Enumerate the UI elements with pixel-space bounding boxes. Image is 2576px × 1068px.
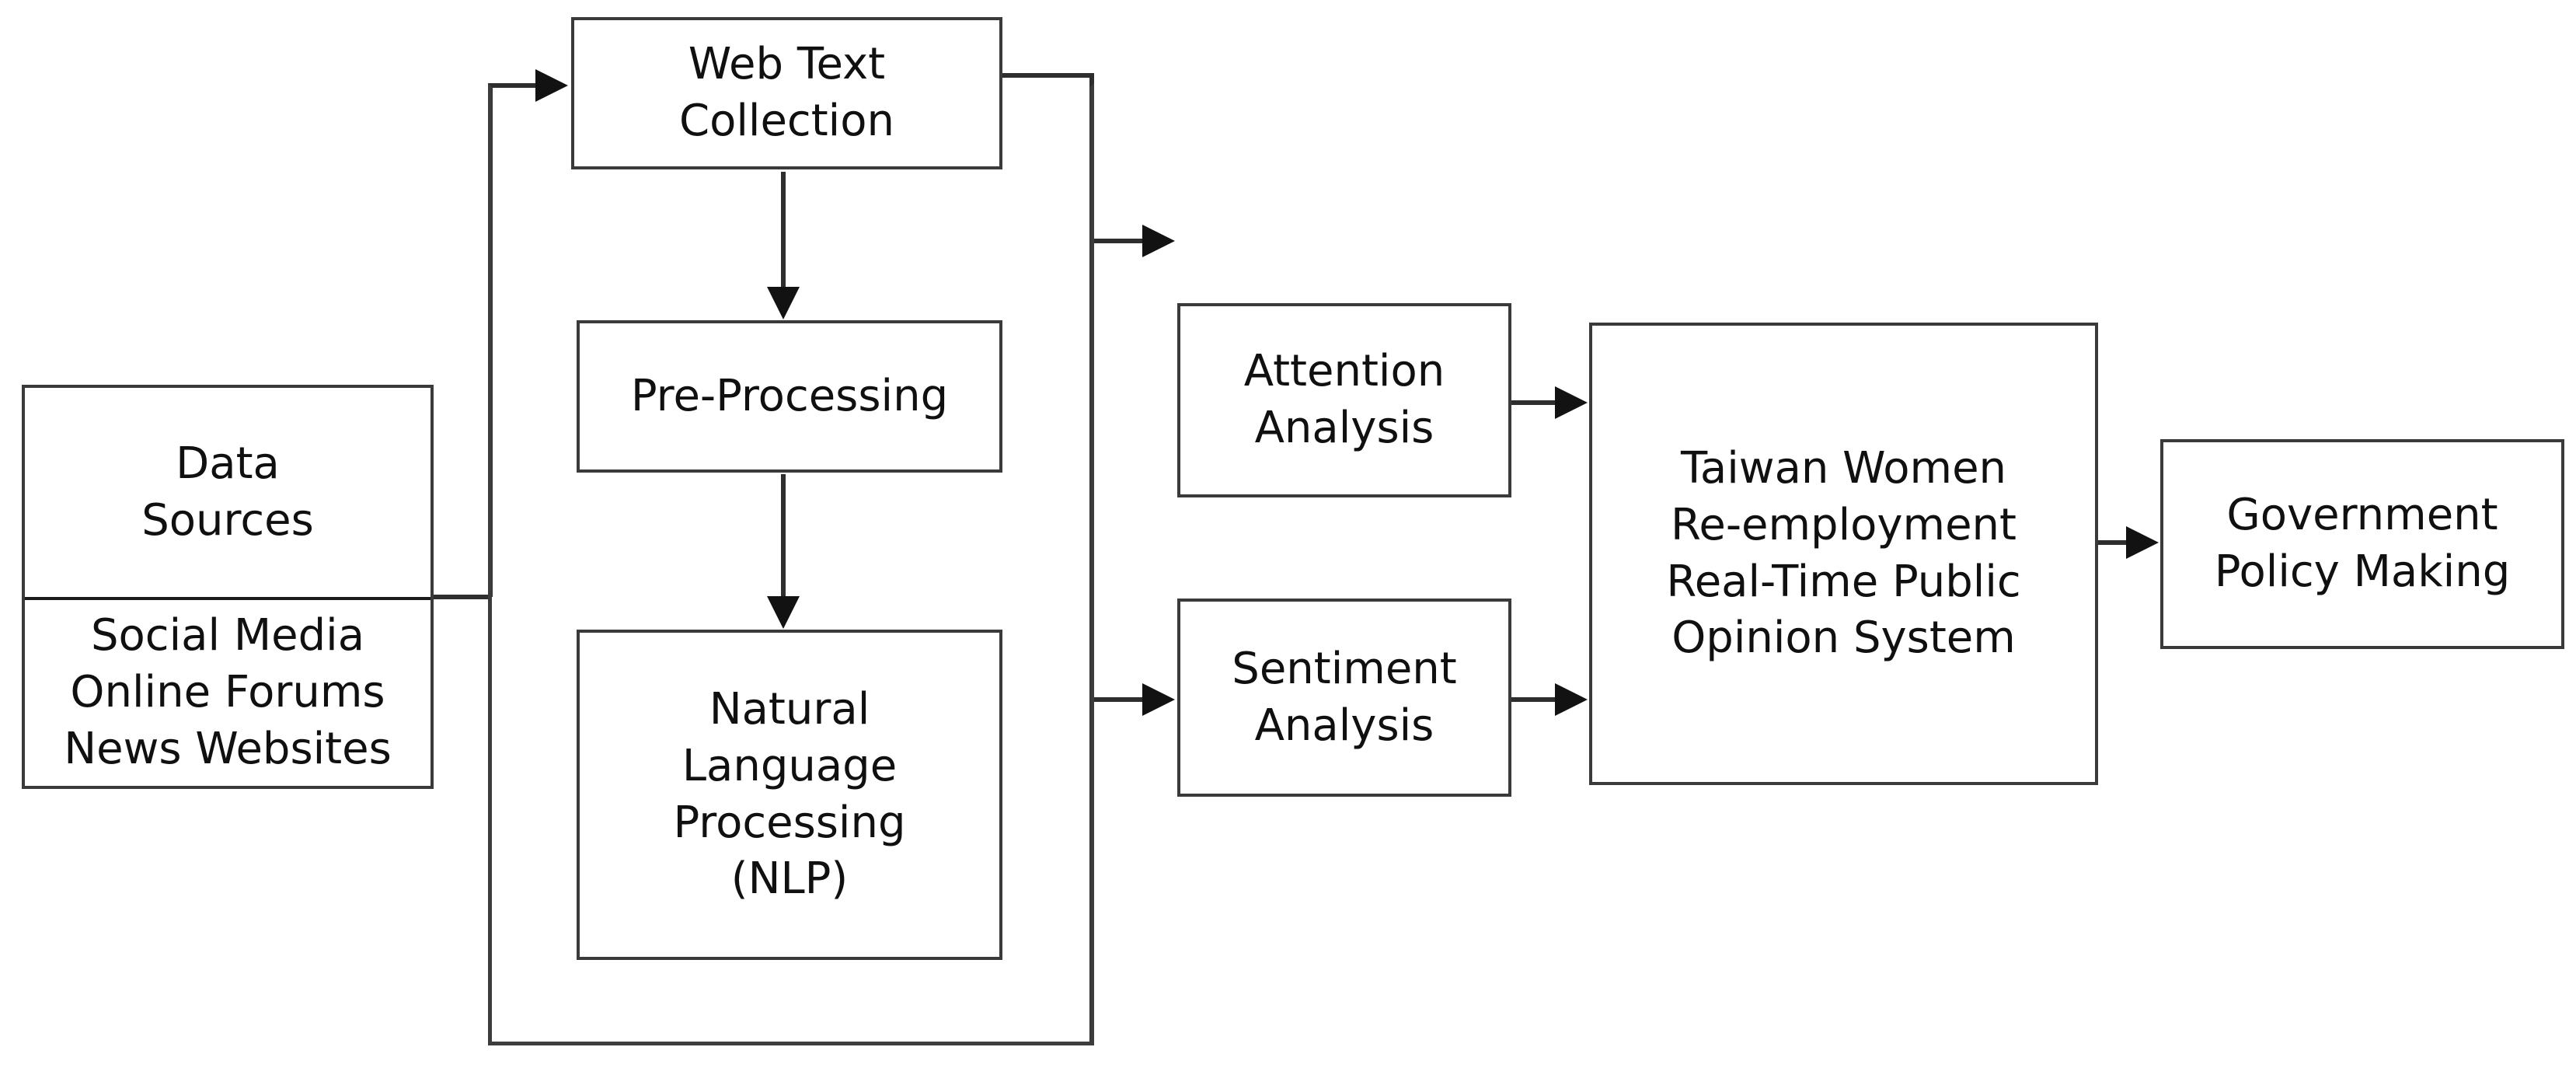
data-sources-body: Social Media Online Forums News Websites	[25, 600, 430, 786]
data-sources-header-line-1: Data	[176, 438, 280, 489]
node-sentiment-analysis[interactable]: Sentiment Analysis	[1177, 599, 1511, 797]
nlp-line-3: Processing	[673, 797, 906, 848]
data-sources-header: Data Sources	[25, 388, 430, 600]
nlp-line-2: Language	[681, 740, 898, 791]
data-sources-item-news-websites: News Websites	[64, 723, 392, 774]
system-line-3: Real-Time Public	[1666, 556, 2021, 607]
web-text-collection-line-2: Collection	[679, 96, 894, 146]
node-attention-analysis[interactable]: Attention Analysis	[1177, 303, 1511, 497]
sentiment-analysis-line-2: Analysis	[1254, 700, 1434, 751]
data-sources-item-online-forums: Online Forums	[70, 667, 385, 718]
node-data-sources[interactable]: Data Sources Social Media Online Forums …	[22, 385, 434, 789]
pre-processing-label: Pre-Processing	[630, 370, 949, 421]
node-natural-language-processing[interactable]: Natural Language Processing (NLP)	[577, 630, 1002, 960]
government-policy-line-2: Policy Making	[2214, 546, 2511, 597]
sentiment-analysis-line-1: Sentiment	[1232, 643, 1457, 694]
data-sources-header-line-2: Sources	[141, 494, 314, 546]
system-line-2: Re-employment	[1670, 499, 2017, 550]
nlp-line-4: (NLP)	[730, 853, 849, 905]
attention-analysis-line-1: Attention	[1243, 346, 1445, 397]
pipeline-container-frame	[488, 83, 1094, 1045]
system-line-4: Opinion System	[1671, 613, 2016, 664]
system-line-1: Taiwan Women	[1680, 442, 2007, 494]
web-text-collection-line-1: Web Text	[688, 39, 886, 90]
attention-analysis-line-2: Analysis	[1254, 403, 1434, 453]
nlp-line-1: Natural	[709, 683, 870, 735]
node-pre-processing[interactable]: Pre-Processing	[577, 320, 1002, 473]
data-sources-item-social-media: Social Media	[90, 610, 365, 661]
node-government-policy-making[interactable]: Government Policy Making	[2160, 439, 2564, 649]
node-web-text-collection[interactable]: Web Text Collection	[571, 17, 1002, 169]
government-policy-line-1: Government	[2226, 490, 2498, 541]
node-public-opinion-system[interactable]: Taiwan Women Re-employment Real-Time Pub…	[1589, 323, 2098, 785]
